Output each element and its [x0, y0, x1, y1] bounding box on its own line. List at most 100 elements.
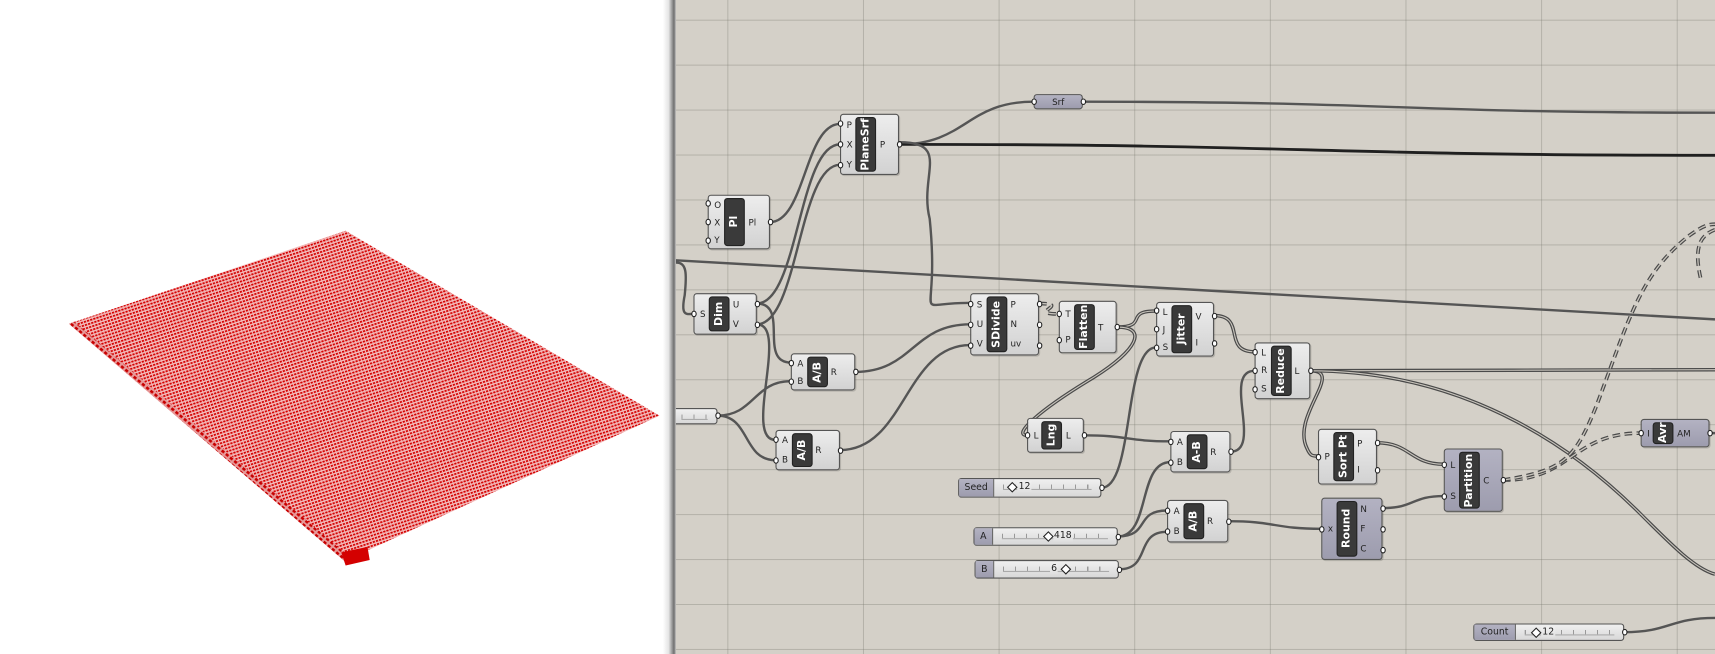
flatten-input-port[interactable]: [1056, 336, 1062, 344]
slider-knob[interactable]: [1060, 563, 1072, 575]
jitter-output-port[interactable]: [1211, 339, 1217, 347]
panel-splitter[interactable]: [662, 0, 676, 654]
partition-output-port[interactable]: [1500, 476, 1506, 484]
div1-input-port[interactable]: [788, 359, 794, 366]
slider-knob[interactable]: [1007, 481, 1019, 493]
a-output-port[interactable]: [1115, 533, 1121, 540]
planesrf-output-port[interactable]: [896, 141, 902, 148]
round-output-port[interactable]: [1379, 525, 1386, 533]
sdivide-output-port[interactable]: [1036, 321, 1042, 328]
reduce-input-port[interactable]: [1251, 367, 1258, 375]
jitter-input-port[interactable]: [1153, 325, 1159, 333]
lng-input-port[interactable]: [1024, 432, 1030, 439]
dim-output-port[interactable]: [754, 321, 760, 328]
planesrf-input-port[interactable]: [837, 141, 843, 148]
div3-input-port[interactable]: [1164, 507, 1170, 514]
planesrf-input-port[interactable]: [837, 120, 843, 128]
slider-track[interactable]: [676, 409, 716, 423]
slider-track[interactable]: 12: [1516, 625, 1623, 640]
slider-track[interactable]: 6: [994, 561, 1118, 577]
jitter-input-port[interactable]: [1153, 307, 1159, 315]
wire: [1697, 229, 1715, 280]
lng-output-port[interactable]: [1081, 432, 1087, 439]
slider-knob[interactable]: [1042, 531, 1054, 542]
slider-track[interactable]: 12: [994, 479, 1100, 497]
pl-input-port[interactable]: [704, 200, 711, 208]
round-output-port[interactable]: [1379, 504, 1386, 512]
slider-track[interactable]: 418: [993, 528, 1117, 544]
output-label: C: [1483, 475, 1490, 486]
partition-input-port[interactable]: [1441, 461, 1447, 468]
sortpt-input-port[interactable]: [1315, 453, 1321, 460]
div3-input-port[interactable]: [1164, 528, 1170, 536]
sub-input-port[interactable]: [1167, 438, 1174, 445]
round-input-port[interactable]: [1318, 525, 1324, 533]
pl-input-port[interactable]: [704, 236, 711, 244]
partial-slider[interactable]: [675, 407, 718, 425]
reduce-input-port[interactable]: [1251, 386, 1258, 394]
partial-slider-output-port[interactable]: [714, 412, 721, 419]
srf-input-port[interactable]: [1030, 98, 1037, 105]
rhino-viewport[interactable]: [0, 0, 670, 654]
sdivide-input-port[interactable]: [967, 300, 973, 307]
sortpt-output-port[interactable]: [1374, 467, 1380, 474]
div2-input-port[interactable]: [772, 456, 779, 464]
partition-input-port[interactable]: [1441, 492, 1447, 500]
sdivide-input-port[interactable]: [967, 321, 973, 328]
div1-input-port[interactable]: [788, 377, 794, 385]
div2-input-port[interactable]: [772, 436, 779, 444]
output-label: L: [1294, 365, 1300, 376]
div3-output-port[interactable]: [1225, 517, 1232, 525]
slider-knob[interactable]: [1530, 627, 1542, 639]
sortpt-output-port[interactable]: [1374, 439, 1380, 446]
div1-output-port[interactable]: [852, 368, 859, 376]
jitter-input-port[interactable]: [1153, 344, 1159, 351]
planesrf-input-port[interactable]: [837, 161, 843, 169]
sdivide-output-port[interactable]: [1036, 300, 1042, 307]
output-label: P: [1010, 299, 1016, 310]
round-output-port[interactable]: [1379, 546, 1386, 553]
reduce-output-port[interactable]: [1307, 367, 1314, 375]
dim-output-port[interactable]: [754, 300, 760, 307]
avr-input-port[interactable]: [1637, 429, 1644, 437]
reduce-input-port[interactable]: [1251, 348, 1258, 356]
pl-input-port[interactable]: [704, 218, 711, 226]
b-output-port[interactable]: [1116, 566, 1122, 573]
sub-input-port[interactable]: [1167, 458, 1174, 466]
avr-output-port[interactable]: [1706, 429, 1713, 437]
pl-output-port[interactable]: [767, 218, 773, 226]
count-output-port[interactable]: [1621, 628, 1627, 636]
sub-output-port[interactable]: [1227, 448, 1234, 455]
srf-output-port[interactable]: [1080, 98, 1086, 105]
div2-output-port[interactable]: [837, 446, 843, 454]
flatten-output-port[interactable]: [1113, 323, 1120, 331]
jitter-output-port[interactable]: [1211, 312, 1217, 319]
flatten-input-port[interactable]: [1056, 310, 1062, 318]
sdivide-output-port[interactable]: [1036, 341, 1042, 349]
dim-input-port[interactable]: [690, 310, 697, 318]
srf-param[interactable]: Srf: [1033, 94, 1083, 110]
seed-output-port[interactable]: [1098, 484, 1105, 492]
sdivide-input-port[interactable]: [967, 341, 973, 349]
